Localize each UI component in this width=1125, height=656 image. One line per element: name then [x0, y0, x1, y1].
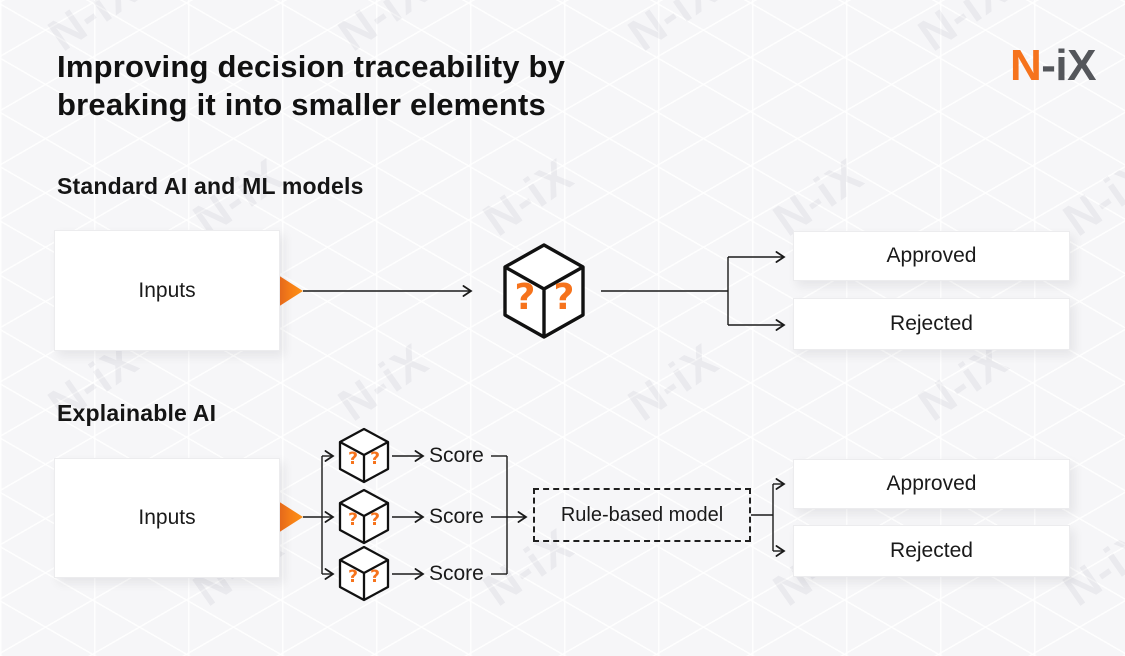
watermark-text: N-iX — [473, 148, 583, 246]
inputs-box-explainable: Inputs — [54, 458, 280, 578]
rejected-box-standard: Rejected — [793, 298, 1070, 350]
page-title-line1: Improving decision traceability by — [57, 49, 566, 84]
inputs-box-standard: Inputs — [54, 230, 280, 351]
rejected-box-explainable: Rejected — [793, 525, 1070, 577]
inputs-label: Inputs — [138, 506, 196, 529]
approved-box-standard: Approved — [793, 231, 1070, 281]
inputs-label: Inputs — [138, 278, 196, 302]
logo-letter-n: N — [1009, 41, 1042, 90]
approved-label: Approved — [886, 472, 977, 495]
watermark-text: N-iX — [618, 333, 728, 431]
nix-logo: N-iX — [1009, 41, 1097, 90]
logo-letters-ix: -iX — [1041, 41, 1096, 90]
watermark-text: N-iX — [618, 0, 728, 61]
rejected-label: Rejected — [890, 312, 973, 335]
page-title-line2: breaking it into smaller elements — [57, 87, 546, 122]
approved-box-explainable: Approved — [793, 459, 1070, 509]
rule-based-model-box: Rule-based model — [533, 488, 751, 542]
rule-based-model-label: Rule-based model — [560, 503, 724, 526]
score-label-3: Score — [429, 562, 484, 585]
score-label-1: Score — [429, 444, 484, 467]
section-heading-standard-ai: Standard AI and ML models — [57, 173, 364, 199]
section-heading-explainable-ai: Explainable AI — [57, 400, 217, 426]
score-label-2: Score — [429, 505, 484, 528]
watermark-text: N-iX — [908, 0, 1018, 61]
approved-label: Approved — [886, 244, 977, 267]
watermark-text: N-iX — [328, 333, 438, 431]
rejected-label: Rejected — [890, 539, 973, 562]
